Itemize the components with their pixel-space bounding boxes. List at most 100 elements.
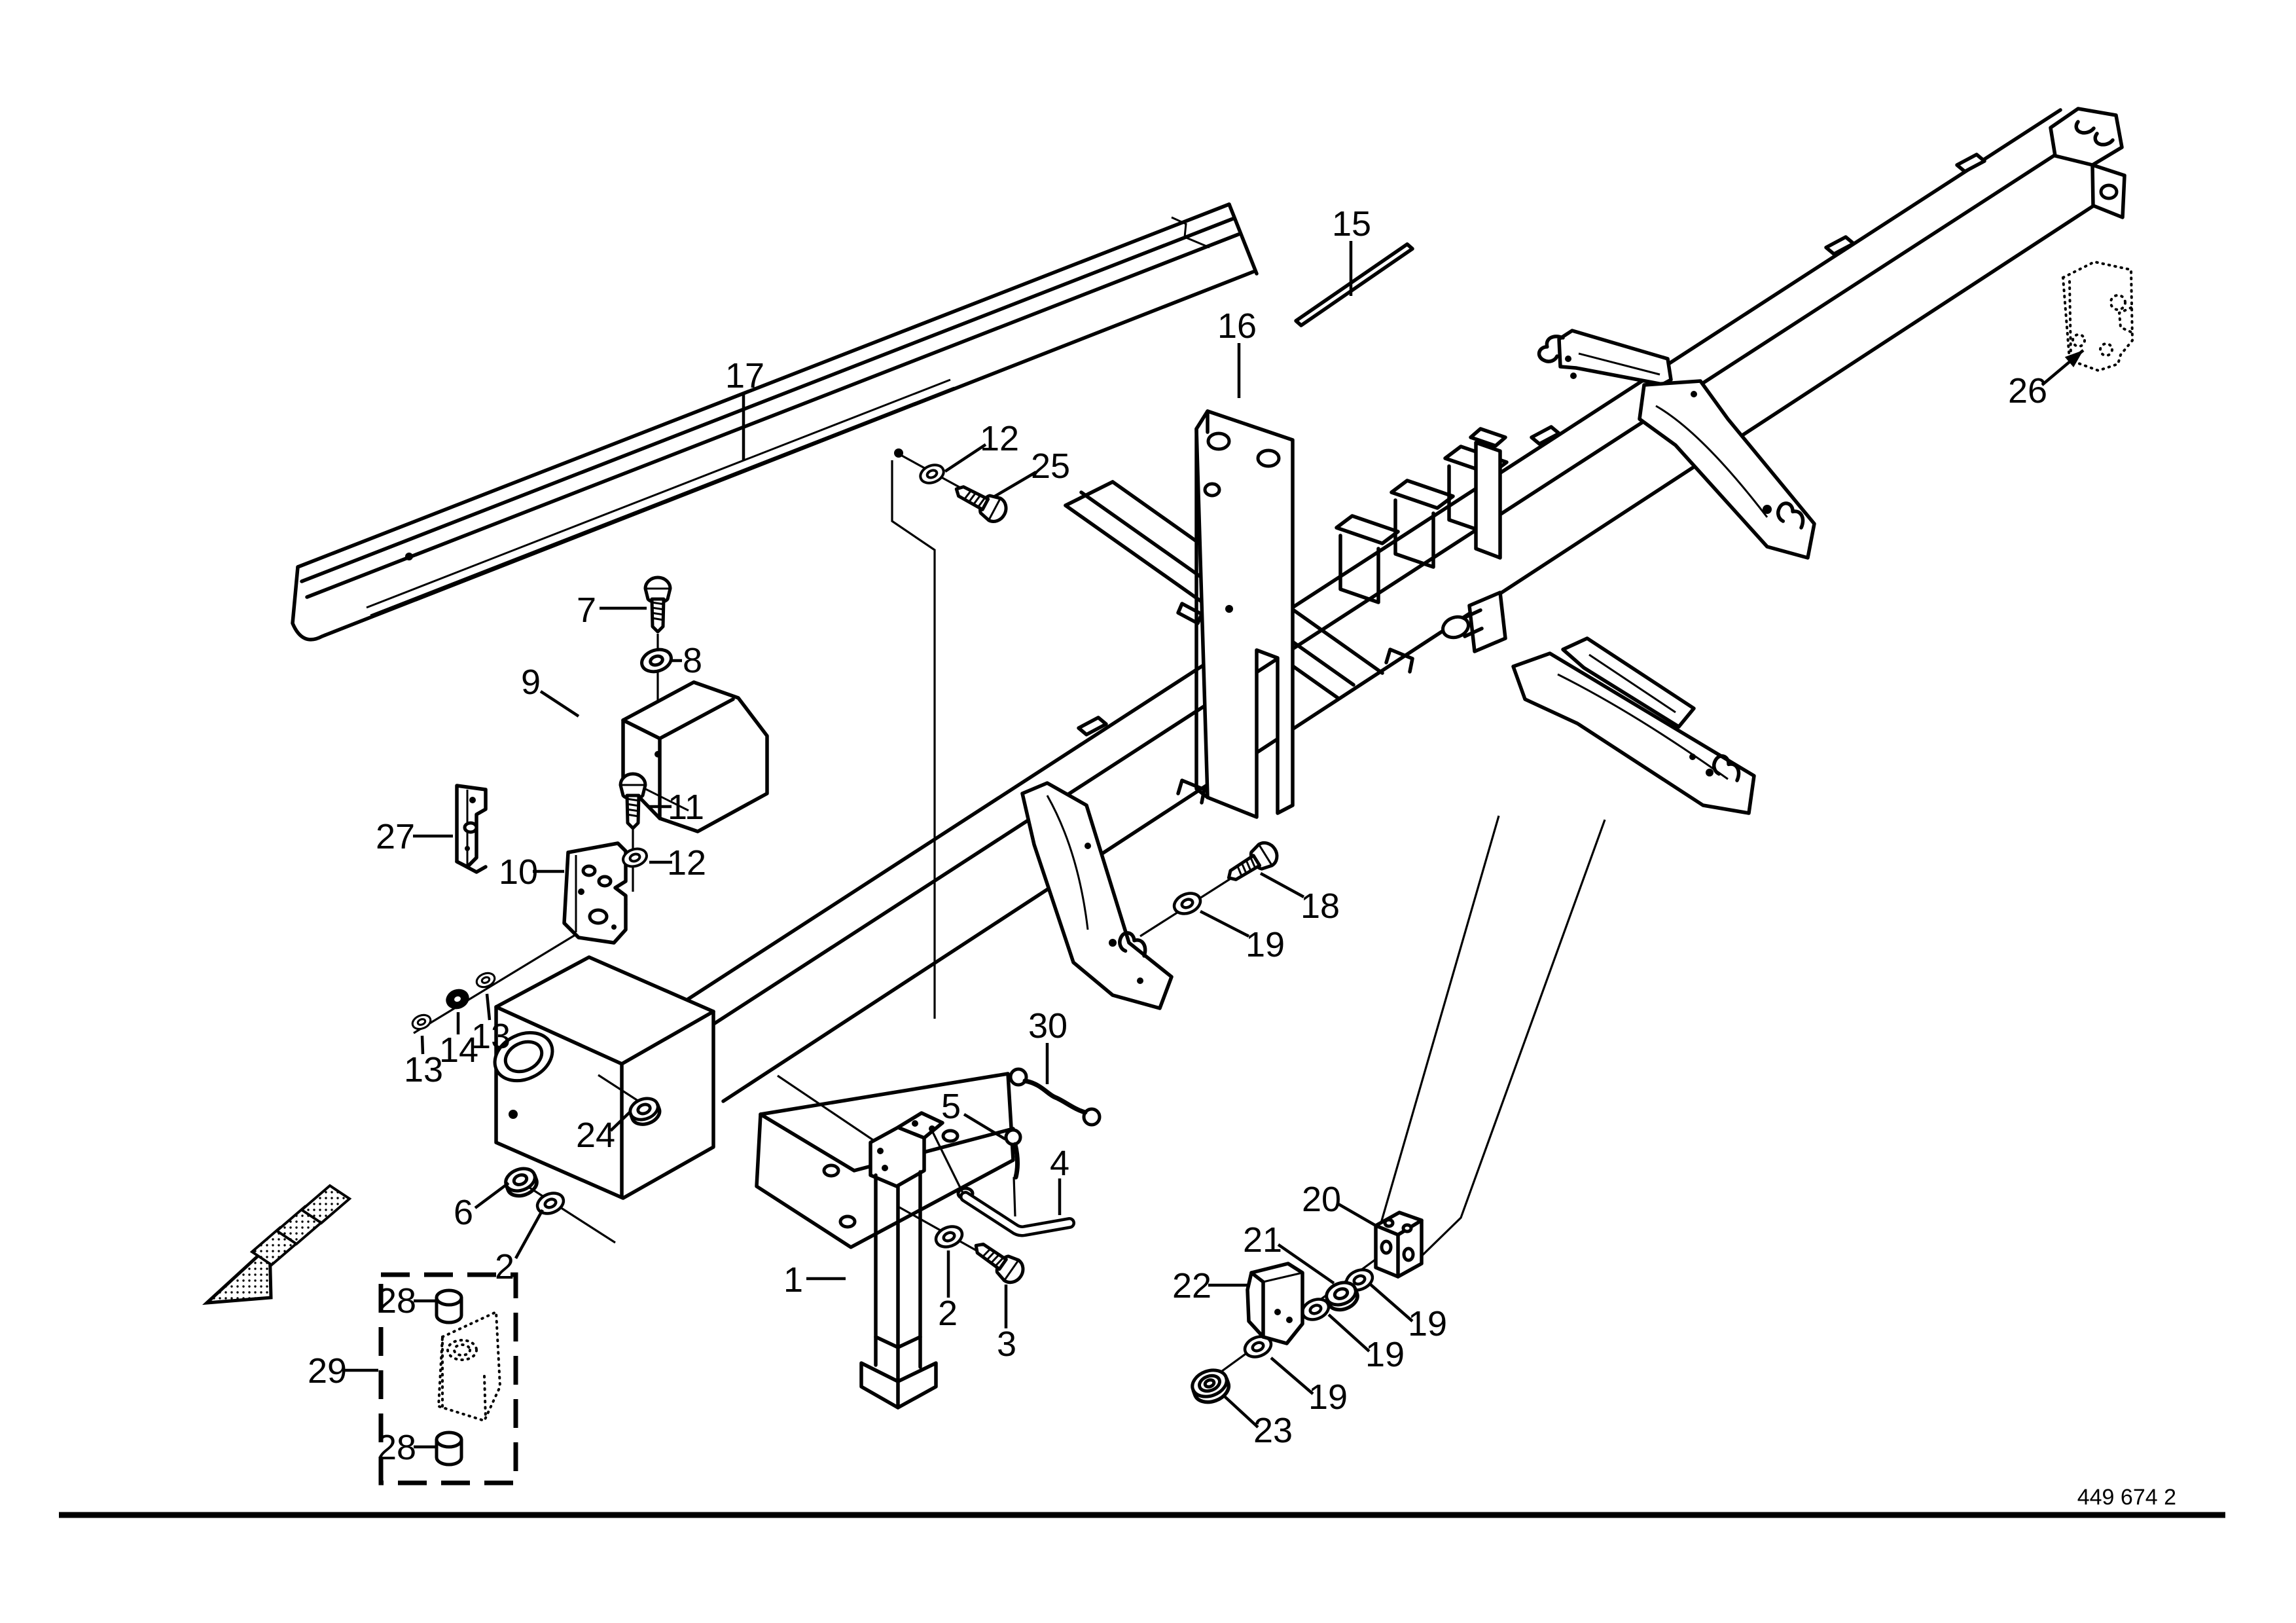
nut-6 xyxy=(503,1165,540,1199)
callout-8: 8 xyxy=(672,641,702,680)
callout-1: 1 xyxy=(783,1260,846,1300)
callout-15-label: 15 xyxy=(1332,204,1371,244)
callout-7-label: 7 xyxy=(577,591,596,630)
callout-22: 22 xyxy=(1172,1266,1249,1305)
callout-16: 16 xyxy=(1217,306,1257,398)
callout-2b: 2 xyxy=(495,1209,544,1286)
callout-19c-leader xyxy=(1327,1313,1371,1353)
callout-19a-label: 19 xyxy=(1246,925,1285,964)
callout-3-label: 3 xyxy=(997,1324,1016,1364)
callout-9-leader xyxy=(539,690,580,718)
callout-2b-leader xyxy=(514,1209,544,1260)
callout-21-label: 21 xyxy=(1243,1220,1282,1260)
washer-8 xyxy=(639,646,674,676)
bushing-28b xyxy=(437,1432,461,1465)
beam-pipe-stub xyxy=(1441,591,1507,653)
gusset-arm-lower-right xyxy=(1638,379,1816,560)
beam-tab xyxy=(1384,647,1414,674)
callout-5-label: 5 xyxy=(941,1087,961,1126)
callout-6: 6 xyxy=(454,1182,510,1232)
part-15-strip xyxy=(1294,242,1414,327)
callout-19b-label: 19 xyxy=(1408,1304,1447,1343)
callout-9-label: 9 xyxy=(521,663,541,702)
callout-7: 7 xyxy=(577,591,647,630)
part-20-bracket xyxy=(1374,1211,1424,1279)
stop-plate xyxy=(1469,427,1507,560)
callout-1-label: 1 xyxy=(783,1260,803,1300)
callout-24-label: 24 xyxy=(576,1116,615,1155)
callout-13b-leader xyxy=(485,993,492,1021)
callout-2b-label: 2 xyxy=(495,1247,514,1286)
part-5-spring-pin xyxy=(1004,1128,1022,1180)
beam-end-bracket xyxy=(2049,107,2126,219)
part-9-cover xyxy=(621,680,769,833)
drawing-number: 449 674 2 xyxy=(2077,1485,2176,1510)
washer-2a xyxy=(933,1223,965,1250)
callout-12a-label: 12 xyxy=(980,419,1019,458)
callout-4-label: 4 xyxy=(1050,1144,1069,1183)
gusset-lower-left xyxy=(1020,781,1174,1010)
callout-26-label: 26 xyxy=(2008,371,2047,410)
callout-8-label: 8 xyxy=(683,641,702,680)
u-block xyxy=(1335,514,1400,604)
callout-20-label: 20 xyxy=(1302,1180,1341,1219)
callout-12a: 12 xyxy=(944,419,1019,473)
callout-10: 10 xyxy=(499,852,564,892)
callout-26: 26 xyxy=(2008,349,2085,410)
callout-13b: 13 xyxy=(471,993,511,1056)
frame-front-housing xyxy=(493,955,715,1200)
part-17-cover-rail xyxy=(291,202,1259,642)
bolt-7 xyxy=(645,577,670,632)
main-frame-beam xyxy=(656,107,2126,1103)
callout-19b-leader xyxy=(1369,1283,1414,1322)
callout-27: 27 xyxy=(376,817,453,856)
gusset-arm-middle-small xyxy=(1561,636,1696,729)
callout-30: 30 xyxy=(1028,1006,1067,1084)
callout-13b-label: 13 xyxy=(471,1017,511,1056)
callout-6-label: 6 xyxy=(454,1193,473,1232)
callout-13a-label: 13 xyxy=(404,1050,443,1089)
callout-21: 21 xyxy=(1243,1220,1335,1285)
bushing-28a xyxy=(437,1290,461,1322)
callout-4: 4 xyxy=(1050,1144,1069,1215)
callout-23: 23 xyxy=(1223,1395,1293,1450)
callout-25-leader xyxy=(994,471,1037,498)
beam-slot xyxy=(1824,235,1856,256)
callout-18-label: 18 xyxy=(1300,886,1340,926)
callout-10-label: 10 xyxy=(499,852,538,892)
callout-2a: 2 xyxy=(938,1250,958,1333)
callout-30-label: 30 xyxy=(1028,1006,1067,1046)
part-30-securing-wire xyxy=(1009,1067,1102,1127)
callout-20-leader xyxy=(1336,1202,1377,1227)
callout-19c-label: 19 xyxy=(1365,1335,1405,1374)
callout-6-leader xyxy=(474,1182,510,1209)
callout-23-label: 23 xyxy=(1253,1411,1293,1450)
gusset-arm-upper-left xyxy=(1538,329,1673,386)
callout-20: 20 xyxy=(1302,1180,1377,1227)
rail-hole xyxy=(405,553,413,560)
callout-layer: 1223456789101112121313141516171819191919… xyxy=(308,204,2085,1467)
beam-slot xyxy=(1077,716,1108,737)
nut-14 xyxy=(446,989,469,1010)
callout-2a-label: 2 xyxy=(938,1294,958,1333)
callout-28b: 28 xyxy=(377,1428,436,1467)
callout-19d-leader xyxy=(1270,1357,1314,1395)
washer-13b xyxy=(473,969,498,991)
part-26-bracket-dotted xyxy=(2061,260,2134,373)
callout-23-leader xyxy=(1223,1395,1259,1429)
callout-14-label: 14 xyxy=(439,1030,478,1070)
callout-28a-label: 28 xyxy=(377,1281,416,1321)
callout-9: 9 xyxy=(521,663,580,718)
callout-19d-label: 19 xyxy=(1308,1377,1348,1417)
callout-25-label: 25 xyxy=(1031,447,1070,486)
callout-29: 29 xyxy=(308,1351,378,1391)
part-29-kit-box xyxy=(378,1272,518,1486)
callout-17: 17 xyxy=(725,356,764,460)
callout-16-label: 16 xyxy=(1217,306,1257,346)
gusset-arm-middle-large xyxy=(1511,651,1756,815)
part-16-mount-plate xyxy=(1194,409,1295,819)
bolt-3 xyxy=(969,1235,1028,1287)
callout-27-label: 27 xyxy=(376,817,415,856)
callout-12b-label: 12 xyxy=(667,843,706,883)
